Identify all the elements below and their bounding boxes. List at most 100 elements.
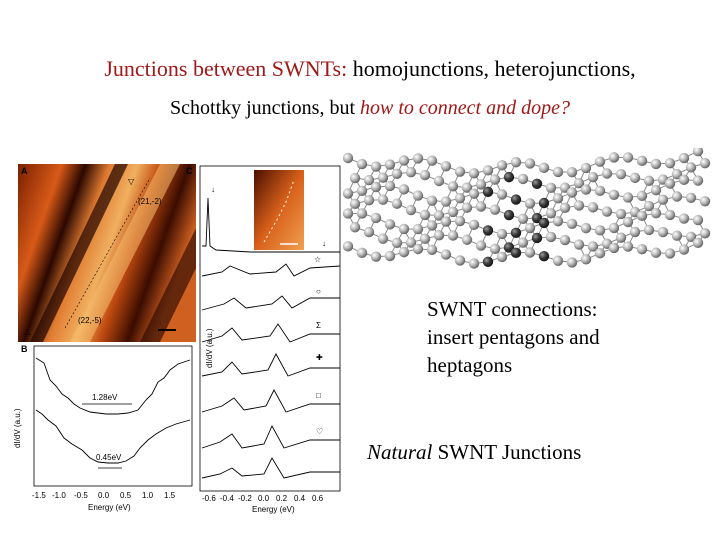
carbon-atom — [412, 190, 424, 201]
carbon-atom — [671, 230, 683, 241]
carbon-atom — [594, 156, 606, 167]
carbon-atom — [678, 213, 690, 224]
panel-c-tick: -0.2 — [238, 494, 252, 503]
panel-b-tick: -0.5 — [74, 491, 88, 500]
carbon-atom — [566, 166, 578, 178]
carbon-atom — [342, 152, 354, 164]
carbon-atom — [433, 230, 445, 241]
carbon-atom — [643, 175, 655, 186]
carbon-atom — [412, 223, 424, 235]
carbon-atom — [587, 202, 599, 213]
carbon-atom — [678, 152, 690, 164]
carbon-atom — [664, 158, 676, 169]
carbon-atom — [636, 210, 648, 222]
defect-atom — [531, 232, 543, 244]
connection-caption: SWNT connections: insert pentagons and h… — [427, 295, 600, 379]
panel-c-xlabel: Energy (eV) — [252, 505, 295, 514]
carbon-atom — [419, 233, 431, 245]
title2-start: Schottky junctions, but — [170, 97, 361, 119]
carbon-atom — [692, 237, 704, 249]
lattice-guide-line — [64, 177, 151, 329]
carbon-atom — [671, 168, 683, 180]
panel-b-tick: -1.0 — [52, 491, 66, 500]
carbon-atom — [405, 167, 417, 178]
carbon-atom — [517, 213, 529, 224]
defect-atom — [482, 256, 494, 267]
carbon-atom — [475, 240, 487, 251]
carbon-atom — [615, 232, 627, 243]
carbon-atom — [699, 157, 711, 169]
carbon-atom — [524, 222, 536, 234]
defect-atom — [538, 197, 550, 209]
natural-rest: SWNT Junctions — [432, 440, 582, 464]
carbon-atom — [405, 237, 417, 248]
plus-marker-icon: ✚ — [316, 353, 323, 362]
carbon-atom — [643, 224, 655, 236]
title-highlight: Junctions between SWNTs: — [104, 56, 348, 81]
slide-title-line2: Schottky junctions, but how to connect a… — [0, 97, 720, 120]
carbon-atom — [622, 152, 634, 163]
carbon-atom — [664, 178, 676, 189]
carbon-atom — [356, 185, 368, 196]
carbon-atom — [552, 193, 564, 204]
carbon-atom — [426, 195, 438, 206]
carbon-atom — [440, 196, 452, 207]
carbon-atom — [678, 244, 690, 255]
panel-c-inset-image — [254, 170, 304, 250]
carbon-atom — [678, 174, 690, 186]
triangle-up-marker: △ — [24, 327, 31, 336]
carbon-atom — [377, 233, 389, 244]
carbon-atom — [447, 230, 459, 241]
carbon-atom — [510, 157, 522, 168]
carbon-atom — [419, 169, 431, 181]
carbon-atom — [454, 193, 466, 204]
carbon-atom — [447, 206, 459, 218]
panel-b-background — [18, 342, 196, 518]
panel-a-chirality-bottom: (22,-5) — [78, 316, 102, 325]
triangle-down-marker: ▽ — [128, 177, 135, 186]
panel-c-label: C — [186, 166, 193, 176]
carbon-atom — [370, 181, 382, 193]
stacked-spectrum — [201, 295, 340, 311]
nanotube-junction-model — [342, 148, 711, 269]
carbon-atom — [356, 158, 368, 170]
carbon-atom — [440, 249, 452, 260]
carbon-atom — [587, 241, 599, 252]
carbon-atom — [643, 200, 655, 212]
carbon-atom — [622, 241, 634, 252]
carbon-atom — [384, 180, 396, 192]
carbon-atom — [524, 158, 536, 169]
carbon-atom — [447, 181, 459, 192]
panel-b-label: B — [21, 344, 28, 354]
circle-marker-icon: ○ — [316, 287, 321, 296]
carbon-atom — [398, 246, 410, 258]
carbon-atom — [363, 174, 375, 186]
carbon-atom — [601, 206, 613, 217]
carbon-atom — [587, 171, 599, 183]
carbon-atom — [384, 219, 396, 230]
panel-c-tick: 0.4 — [294, 494, 306, 503]
carbon-atom — [398, 155, 410, 166]
carbon-atom — [377, 194, 389, 205]
experimental-figure: A (21,-2) (22,-5) ▽ △ B 1.28eV 0.45eV dI… — [13, 164, 344, 518]
carbon-atom — [440, 161, 452, 172]
carbon-atom — [517, 237, 529, 248]
stacked-spectrum — [201, 424, 340, 449]
carbon-atom — [342, 208, 354, 219]
carbon-atom — [699, 196, 711, 207]
carbon-atom — [391, 168, 403, 179]
carbon-atom — [594, 248, 606, 259]
defect-atom — [503, 171, 515, 183]
dark-stripe-2 — [140, 228, 196, 342]
carbon-atom — [650, 184, 662, 196]
carbon-atom — [636, 155, 648, 167]
carbon-atom — [629, 172, 641, 184]
carbon-atom — [664, 248, 676, 259]
carbon-atom — [580, 184, 592, 195]
carbon-atom — [496, 228, 508, 240]
panel-c-tick: 0.6 — [312, 494, 324, 503]
carbon-atom — [608, 242, 620, 254]
carbon-atom — [398, 223, 410, 235]
stacked-spectrum — [201, 389, 340, 413]
carbon-atom — [552, 255, 564, 266]
